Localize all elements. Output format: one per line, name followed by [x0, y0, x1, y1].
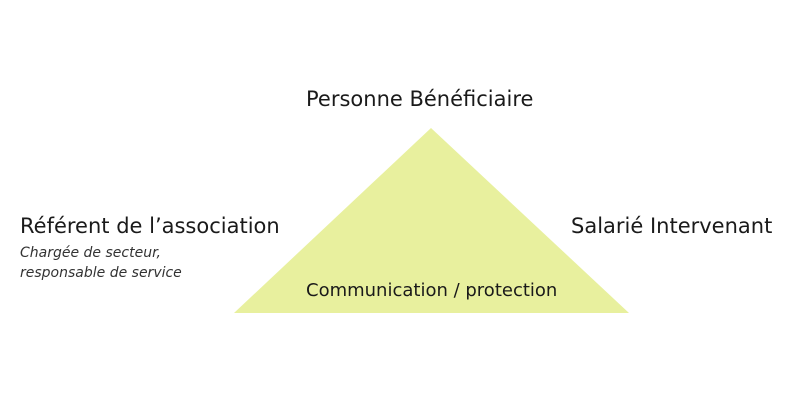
beneficiary-label: Personne Bénéficiaire [306, 87, 534, 111]
referent-subtitle: Chargée de secteur, responsable de servi… [20, 243, 182, 283]
referent-subtitle-line-2: responsable de service [20, 265, 182, 281]
association-referent-label: Référent de l’association [20, 214, 280, 238]
employee-label: Salarié Intervenant [571, 214, 773, 238]
triangle-shape [234, 128, 629, 313]
referent-subtitle-line-1: Chargée de secteur, [20, 245, 161, 261]
communication-protection-label: Communication / protection [306, 280, 558, 301]
